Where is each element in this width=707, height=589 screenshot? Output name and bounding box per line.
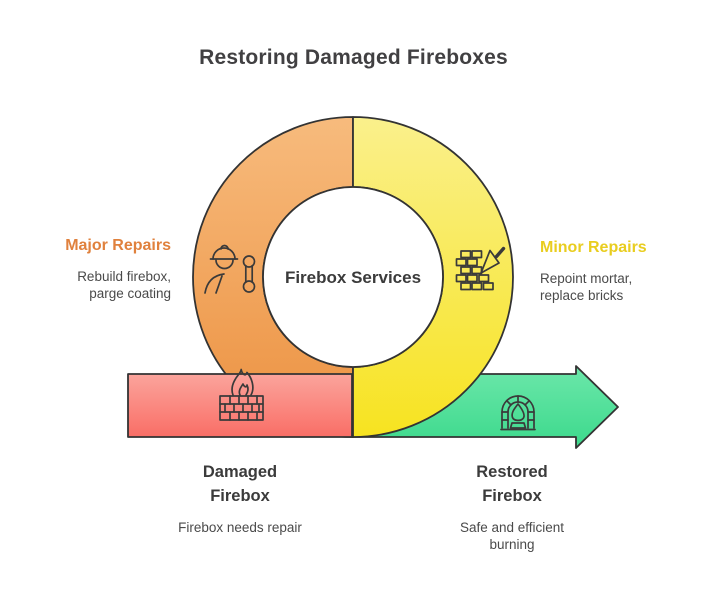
minor-repairs-desc-line1: Repoint mortar,	[540, 271, 633, 286]
major-repairs-heading: Major Repairs	[65, 237, 171, 254]
major-repairs-callout: Major Repairs Rebuild firebox, parge coa…	[65, 237, 171, 302]
damaged-arrow-segment	[127, 373, 353, 438]
damaged-heading-line1: Damaged	[202, 463, 278, 481]
damaged-heading-line2: Firebox	[210, 487, 270, 505]
burning-brick-wall-icon	[219, 368, 264, 421]
damaged-caption: Firebox needs repair	[178, 520, 302, 535]
minor-repairs-heading: Minor Repairs	[540, 239, 647, 256]
minor-repairs-callout: Minor Repairs Repoint mortar, replace br…	[540, 239, 647, 304]
page-title: Restoring Damaged Fireboxes	[199, 46, 508, 69]
center-disc	[262, 186, 444, 368]
center-label: Firebox Services	[284, 268, 422, 287]
minor-repairs-desc-line2: replace bricks	[540, 287, 624, 303]
restored-firebox-label: Restored Firebox Safe and efficient burn…	[412, 460, 612, 553]
restored-heading-line1: Restored	[476, 463, 548, 481]
damaged-firebox-label: Damaged Firebox Firebox needs repair	[140, 460, 340, 536]
restored-caption-line2: burning	[489, 537, 535, 552]
major-repairs-desc-line1: Rebuild firebox,	[77, 269, 171, 284]
fireplace-icon	[500, 395, 536, 431]
major-repairs-desc-line2: parge coating	[89, 285, 171, 301]
brick-trowel-icon	[455, 246, 506, 291]
restored-caption-line1: Safe and efficient	[459, 520, 565, 535]
mason-worker-icon	[204, 244, 256, 294]
restored-heading-line2: Firebox	[482, 487, 542, 505]
